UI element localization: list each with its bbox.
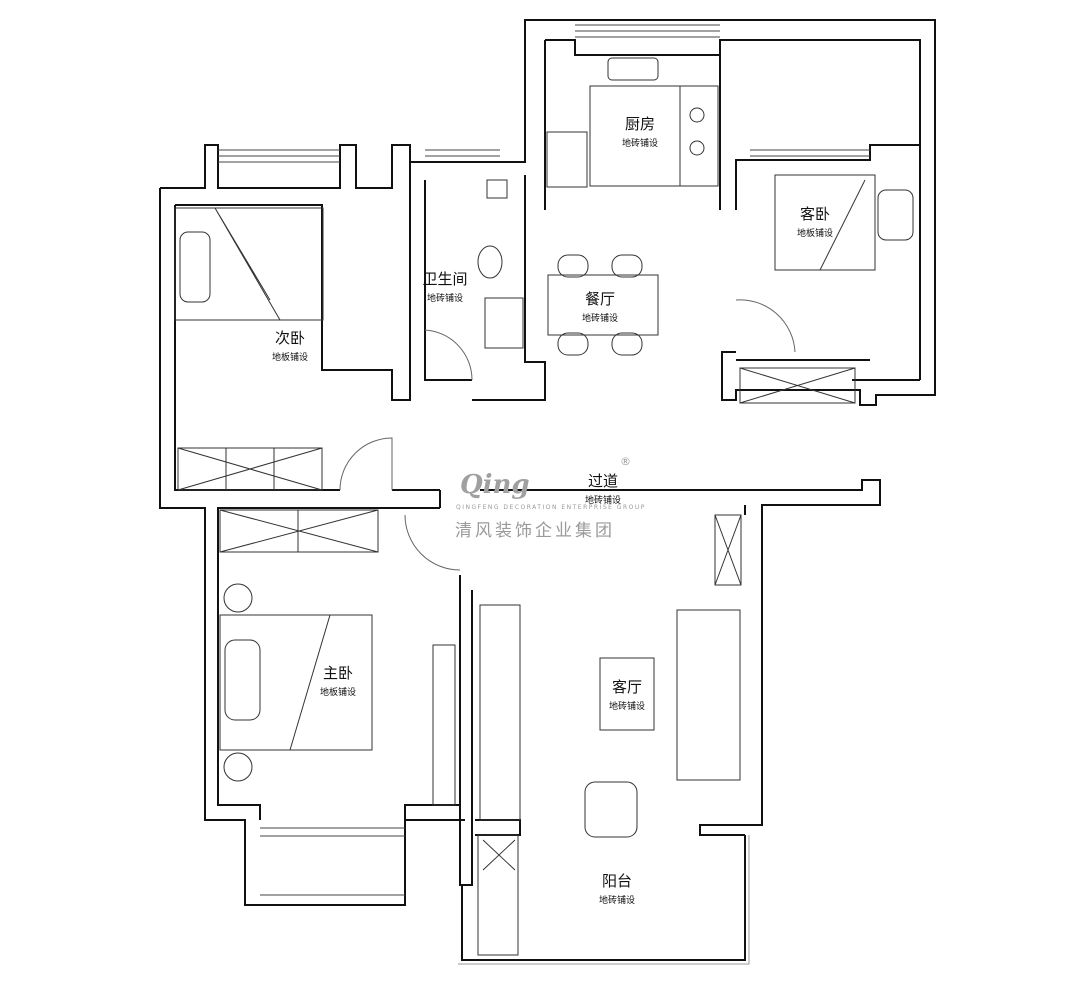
floor-type: 地砖铺设	[581, 314, 619, 324]
floor-type: 地板铺设	[271, 353, 309, 363]
registered-mark: ®	[620, 455, 631, 468]
room-second-bedroom: 次卧 地板铺设	[272, 327, 308, 363]
room-name: 餐厅	[584, 290, 616, 308]
windows	[218, 24, 870, 896]
wardrobe-second	[177, 447, 323, 491]
room-name: 主卧	[322, 664, 354, 682]
cabinet-living	[714, 514, 742, 586]
coffee-table	[599, 657, 655, 731]
washer-cabinet	[477, 834, 519, 956]
room-kitchen: 厨房 地砖铺设	[622, 113, 658, 149]
bed-guest	[774, 174, 876, 271]
dining-table	[547, 274, 659, 336]
logo-mark: Qing	[460, 470, 530, 500]
room-name: 客卧	[799, 205, 831, 223]
tv-cabinet	[479, 604, 521, 821]
room-corridor: 过道 地砖铺设	[585, 470, 621, 506]
washbasin	[484, 297, 524, 349]
floor-type: 地板铺设	[319, 688, 357, 698]
wardrobe-master	[219, 509, 379, 553]
room-balcony: 阳台 地砖铺设	[599, 870, 635, 906]
wardrobe-guest	[739, 367, 856, 404]
room-dining: 餐厅 地砖铺设	[582, 288, 618, 324]
room-guest-bedroom: 客卧 地板铺设	[797, 203, 833, 239]
sofa	[676, 609, 741, 781]
room-master-bedroom: 主卧 地板铺设	[320, 662, 356, 698]
doors	[339, 299, 796, 571]
floor-type: 地砖铺设	[621, 139, 659, 149]
walls	[159, 19, 936, 965]
wardrobe-master-side	[432, 644, 456, 806]
toilet	[477, 245, 503, 279]
bed-second	[174, 207, 324, 321]
floor-type: 地砖铺设	[584, 496, 622, 506]
furniture	[174, 57, 914, 956]
room-bathroom: 卫生间 地砖铺设	[422, 268, 467, 304]
floor-type: 地砖铺设	[608, 702, 646, 712]
room-name: 过道	[587, 472, 619, 490]
room-name: 阳台	[601, 872, 633, 890]
room-name: 卫生间	[422, 270, 468, 288]
room-living: 客厅 地砖铺设	[609, 676, 645, 712]
floor-type: 地砖铺设	[426, 294, 464, 304]
armchair	[584, 781, 638, 838]
room-name: 次卧	[274, 329, 306, 347]
room-name: 厨房	[624, 115, 656, 133]
logo-english: QINGFENG DECORATION ENTERPRISE GROUP	[456, 504, 646, 511]
room-name: 客厅	[611, 678, 643, 696]
floor-type: 地砖铺设	[598, 896, 636, 906]
logo-chinese: 清风装饰企业集团	[455, 521, 615, 541]
floor-type: 地板铺设	[796, 229, 834, 239]
bed-master	[219, 614, 373, 751]
